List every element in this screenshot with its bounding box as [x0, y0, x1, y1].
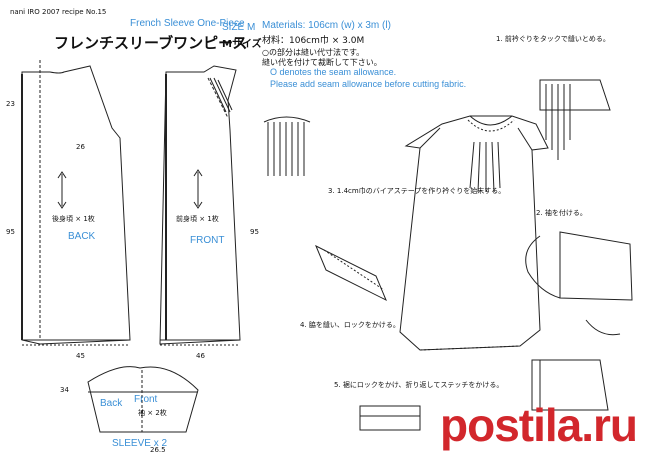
- tuck-detail: [263, 116, 311, 176]
- label-sleeve-front: Front: [134, 394, 158, 405]
- dim-26: 26: [76, 143, 85, 151]
- neckline-detail: [539, 79, 611, 160]
- dim-45: 45: [76, 352, 85, 360]
- side-seam-diagram: [531, 359, 609, 411]
- note-en-1: O denotes the seam allowance.: [270, 67, 397, 77]
- materials-jp: 材料：106cm巾 × 3.0M: [262, 36, 365, 46]
- sleeve-cut-count: 袖 × 2枚: [138, 409, 167, 417]
- bias-tape-diagram: [315, 244, 387, 302]
- materials-en: Materials: 106cm (w) x 3m (l): [262, 20, 391, 31]
- step-4: 4. 脇を縫い、ロックをかける。: [300, 321, 400, 329]
- label-front: FRONT: [190, 235, 225, 246]
- dim-95-back: 95: [6, 228, 15, 236]
- front-cut-count: 前身頃 × 1枚: [176, 215, 219, 223]
- dim-23: 23: [6, 100, 15, 108]
- label-back: BACK: [68, 231, 96, 242]
- title-en: French Sleeve One-Piece: [130, 18, 245, 29]
- dim-46: 46: [196, 352, 205, 360]
- back-pattern-piece: [21, 60, 131, 346]
- note-jp-1: ○の部分は縫い代寸法です。: [262, 48, 365, 57]
- step-5: 5. 裾にロックをかけ、折り返してステッチをかける。: [334, 381, 504, 389]
- dim-34: 34: [60, 386, 69, 394]
- title-jp: フレンチスリーブワンピース: [54, 34, 248, 52]
- sleeve-pattern-piece: [87, 366, 199, 433]
- label-sleeve-x2: SLEEVE x 2: [112, 438, 168, 449]
- dress-illustration: [399, 115, 549, 351]
- front-pattern-piece: [159, 65, 241, 346]
- dim-95-front: 95: [250, 228, 259, 236]
- watermark: postila.ru: [440, 399, 638, 451]
- hem-diagram: [359, 405, 421, 431]
- note-jp-2: 縫い代を付けて裁断して下さい。: [262, 58, 382, 67]
- note-en-2: Please add seam allowance before cutting…: [270, 79, 467, 89]
- label-sleeve-back: Back: [100, 398, 123, 409]
- step-3: 3. 1.4cm巾のバイアステープを作り衿ぐりを始末する。: [328, 187, 506, 195]
- dim-26-5: 26.5: [150, 446, 166, 454]
- sleeve-attachment-diagram: [525, 231, 633, 336]
- back-cut-count: 後身頃 × 1枚: [52, 215, 95, 223]
- step-2: 2. 袖を付ける。: [536, 209, 587, 217]
- size-jp: Mサイズ: [222, 39, 262, 50]
- brand-line: nani IRO 2007 recipe No.15: [10, 8, 107, 16]
- size-en: SIZE M: [222, 22, 256, 33]
- step-1: 1. 前衿ぐりをタックで縫いとめる。: [496, 35, 610, 43]
